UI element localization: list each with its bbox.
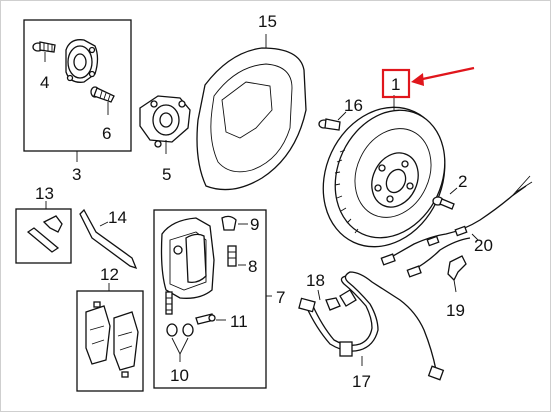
callout-4: 4 <box>40 73 49 92</box>
callout-9: 9 <box>250 215 259 234</box>
shield-bolt: 16 <box>318 96 363 131</box>
callout-2: 2 <box>458 172 467 191</box>
wheel-bearing: 5 <box>139 95 191 184</box>
callout-17: 17 <box>352 372 371 391</box>
callout-20: 20 <box>474 236 493 255</box>
callout-16: 16 <box>344 96 363 115</box>
brake-dust-shield: 15 <box>196 12 307 191</box>
group-13-box <box>15 208 72 264</box>
caliper-guide-bolts: 11 <box>165 291 248 331</box>
highlight-arrow-head <box>411 73 424 86</box>
callout-3: 3 <box>72 165 81 184</box>
bleeder-valve: 8 <box>227 245 257 276</box>
bleeder-cap: 9 <box>221 215 259 234</box>
callout-8: 8 <box>248 257 257 276</box>
callout-11: 11 <box>230 312 248 331</box>
highlighted-callout-1: 1 <box>381 66 475 99</box>
hub-bolt <box>32 41 56 53</box>
callout-12: 12 <box>100 265 119 284</box>
hub-mounting-bolt <box>90 86 115 103</box>
group-3-box <box>23 19 132 152</box>
callout-6: 6 <box>102 124 111 143</box>
highlight-arrow-shaft <box>417 66 475 82</box>
callout-15: 15 <box>258 12 277 31</box>
caliper-group: 7 9 8 11 10 <box>153 209 285 389</box>
callout-14: 14 <box>108 208 127 227</box>
callout-10: 10 <box>170 366 189 385</box>
callout-18: 18 <box>306 271 325 290</box>
group-7-box <box>153 209 267 389</box>
callout-13: 13 <box>35 184 54 203</box>
brake-rotor <box>322 95 446 248</box>
wear-sensor-cable: 20 <box>380 175 533 278</box>
brake-hose-group: 18 17 <box>298 271 445 391</box>
callout-19: 19 <box>446 301 465 320</box>
hub-assembly-group: 4 6 3 <box>23 19 132 184</box>
callout-5: 5 <box>162 165 171 184</box>
group-12-box <box>76 290 144 392</box>
callout-7: 7 <box>276 288 285 307</box>
rotor-screw: 2 <box>432 172 467 210</box>
wheel-hub <box>65 39 99 83</box>
caliper-seals: 10 <box>166 323 194 385</box>
highlight-box <box>381 68 411 99</box>
callout-1: 1 <box>391 75 400 94</box>
sensor-clip: 19 <box>446 255 467 320</box>
pad-accessory-group: 13 14 <box>15 184 138 270</box>
brake-pad-group: 12 <box>76 265 144 392</box>
